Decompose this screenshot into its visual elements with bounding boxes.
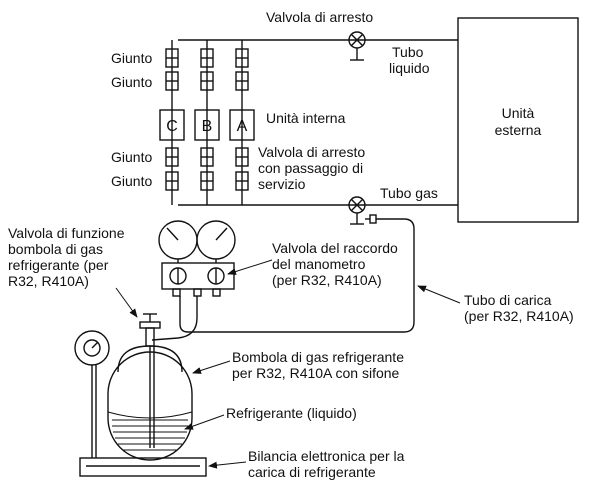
charge-hose-label-line1: Tubo di carica — [464, 292, 552, 308]
outdoor-unit-box — [457, 17, 579, 223]
unit-a-label: A — [237, 118, 248, 135]
indoor-branch-c: C — [159, 40, 185, 205]
joint-label-2: Giunto — [111, 74, 152, 90]
cylinder-label-line1: Bombola di gas refrigerante — [232, 349, 404, 365]
refrigerant-label: Refrigerante (liquido) — [226, 405, 357, 421]
indoor-branch-b: B — [194, 40, 220, 205]
service-valve-label-line2: con passaggio di — [258, 160, 363, 176]
cylinder-valve-label-line2: bombola di gas — [8, 241, 103, 257]
unit-b-label: B — [202, 118, 213, 135]
charge-hose — [179, 218, 415, 333]
gauge-manifold-label-line3: (per R32, R410A) — [272, 272, 382, 288]
scale-label-line1: Bilancia elettronica per la — [248, 448, 405, 464]
service-valve-label-line1: Valvola di arresto — [258, 144, 365, 160]
liquid-pipe-label-line2: liquido — [389, 60, 430, 76]
joint-label-1: Giunto — [111, 50, 152, 66]
charge-hose-label-line2: (per R32, R410A) — [464, 308, 574, 324]
refrigerant-arrow — [184, 414, 225, 430]
charge-hose-arrow — [417, 285, 461, 304]
gas-pipe-label: Tubo gas — [380, 185, 438, 201]
cylinder-hose — [151, 296, 198, 341]
cylinder-valve-arrow — [115, 287, 138, 318]
unit-c-label: C — [166, 118, 178, 135]
liquid-shutoff-valve-icon — [348, 31, 366, 61]
indoor-branch-a: A — [229, 40, 255, 205]
gauge-manifold-label-line2: del manometro — [272, 256, 366, 272]
shutoff-valve-label: Valvola di arresto — [266, 9, 373, 25]
cylinder-valve-label-line3: refrigerante (per — [8, 257, 109, 273]
outdoor-unit-label-line1: Unità — [502, 105, 535, 121]
joint-label-4: Giunto — [111, 173, 152, 189]
cylinder-valve-label-line4: R32, R410A) — [8, 273, 89, 289]
refrigerant-cylinder-icon — [107, 313, 193, 461]
cylinder-arrow — [192, 360, 231, 374]
gas-shutoff-valve-icon — [348, 196, 377, 225]
cylinder-label-line2: per R32, R410A con sifone — [232, 365, 400, 381]
outdoor-unit-label-line2: esterna — [495, 122, 542, 138]
gauge-manifold-icon — [158, 220, 236, 297]
joint-label-3: Giunto — [111, 149, 152, 165]
scale-label-line2: carica di refrigerante — [248, 464, 376, 480]
scale-arrow — [208, 461, 247, 469]
gauge-manifold-arrow — [227, 259, 273, 275]
indoor-unit-label: Unità interna — [266, 110, 346, 126]
cylinder-valve-label-line1: Valvola di funzione — [8, 225, 125, 241]
service-valve-label-line3: servizio — [258, 176, 306, 192]
electronic-scale-icon — [74, 330, 207, 477]
gauge-manifold-label-line1: Valvola del raccordo — [272, 240, 398, 256]
liquid-pipe-label-line1: Tubo — [392, 44, 424, 60]
